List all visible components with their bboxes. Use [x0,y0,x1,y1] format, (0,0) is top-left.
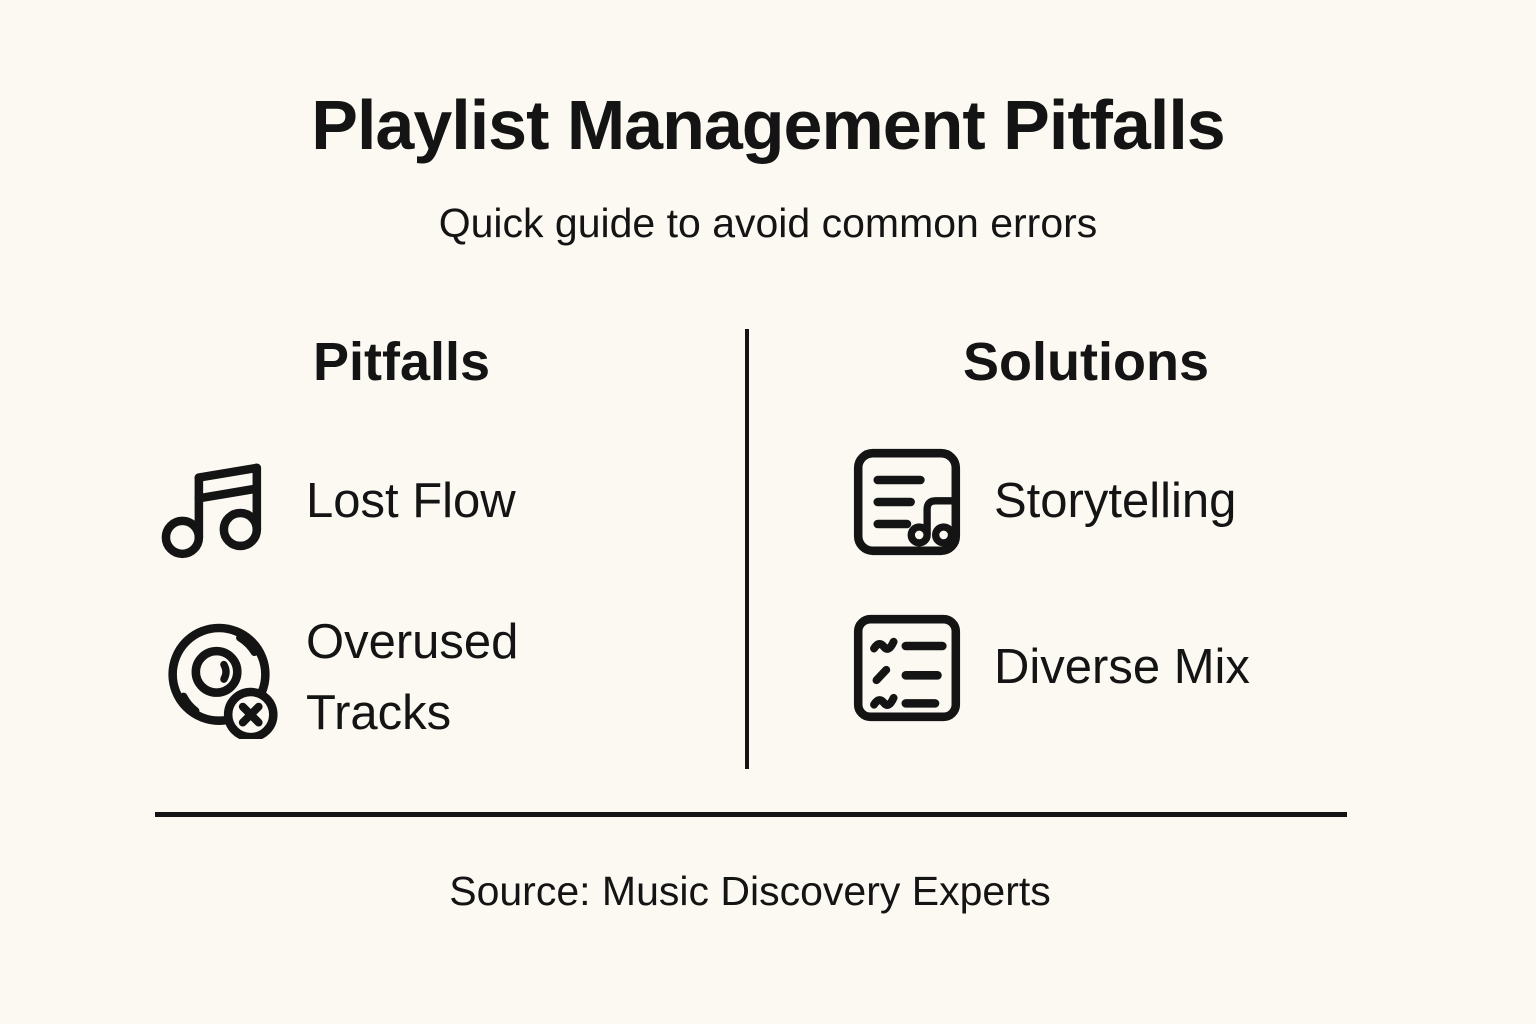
music-note-icon [158,441,280,563]
checklist-icon [846,607,968,729]
list-item-diverse-mix: Diverse Mix [846,607,1326,729]
disc-error-icon [158,617,280,740]
music-document-icon [846,441,968,563]
pitfalls-column: Pitfalls Lost Flow [0,329,745,769]
solutions-column: Solutions Storytelli [749,329,1536,769]
comparison-columns: Pitfalls Lost Flow [0,329,1536,769]
solutions-header: Solutions [963,332,1209,392]
page-title: Playlist Management Pitfalls [311,86,1225,164]
solutions-items: Storytelling Diver [846,441,1326,729]
footer-divider-line [155,812,1347,817]
pitfalls-items: Lost Flow [158,441,645,749]
list-item-storytelling: Storytelling [846,441,1326,563]
item-label: Storytelling [994,474,1237,529]
item-label: Overused Tracks [306,615,519,741]
pitfalls-header: Pitfalls [312,332,491,392]
page-subtitle: Quick guide to avoid common errors [438,200,1098,246]
source-attribution: Source: Music Discovery Experts [449,868,1051,914]
vertical-divider [745,329,749,769]
list-item-overused-tracks: Overused Tracks [158,607,645,749]
item-label: Diverse Mix [994,640,1250,695]
item-label: Lost Flow [306,474,516,529]
list-item-lost-flow: Lost Flow [158,441,645,563]
